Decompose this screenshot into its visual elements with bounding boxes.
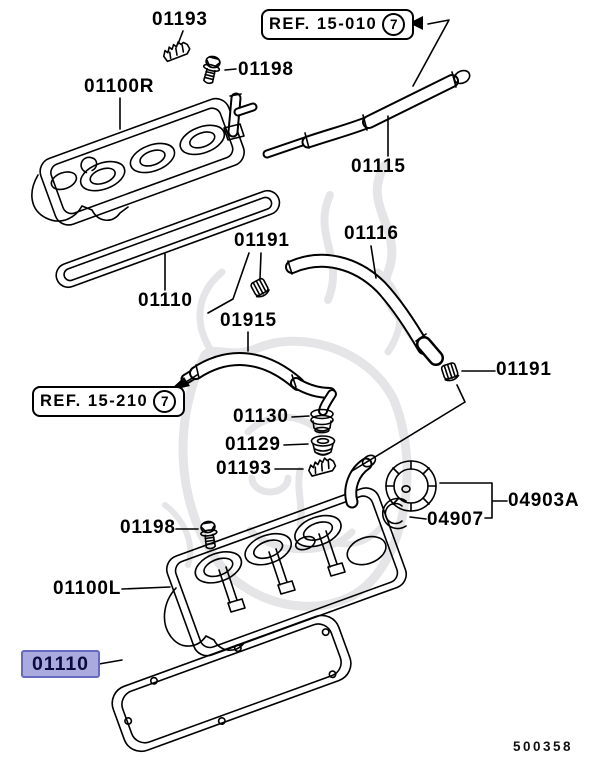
- ref-badge: 7: [153, 390, 177, 413]
- part-label-01191-left[interactable]: 01191: [234, 230, 290, 251]
- part-label-04907[interactable]: 04907: [427, 509, 484, 530]
- ref-link-15-010[interactable]: REF. 15-010 7: [261, 9, 415, 40]
- ref-text: REF. 15-010: [269, 15, 378, 34]
- part-label-01100L[interactable]: 01100L: [53, 578, 122, 599]
- part-label-01129[interactable]: 01129: [225, 434, 281, 455]
- clamp-icon-left: [249, 276, 271, 300]
- part-label-01130[interactable]: 01130: [233, 406, 289, 427]
- ref-text: REF. 15-210: [40, 392, 149, 411]
- o-ring-art: [381, 497, 407, 530]
- grommet-art: [310, 435, 336, 456]
- ref-badge: 7: [382, 13, 406, 36]
- part-label-01915[interactable]: 01915: [220, 310, 277, 331]
- part-label-01193-top[interactable]: 01193: [152, 9, 208, 30]
- clip-icon-bottom: [306, 455, 338, 478]
- rocker-cover-left-art: [163, 454, 408, 657]
- part-label-01100R[interactable]: 01100R: [84, 76, 155, 97]
- clamp-icon-right: [440, 361, 461, 384]
- clip-icon-top: [160, 38, 193, 63]
- part-label-01110-selected[interactable]: 01110: [21, 650, 100, 678]
- oil-filler-cap-art: [385, 460, 437, 512]
- leader-lines: [98, 19, 508, 665]
- hose-01116-art: [285, 253, 444, 366]
- part-label-01193-bottom[interactable]: 01193: [216, 458, 272, 479]
- part-label-04903A[interactable]: 04903A: [508, 490, 580, 511]
- rocker-cover-right-art: [31, 92, 258, 226]
- part-label-01198-top[interactable]: 01198: [238, 59, 294, 80]
- part-label-01191-right[interactable]: 01191: [496, 359, 552, 380]
- gasket-upper-art: [55, 189, 281, 289]
- part-label-01115[interactable]: 01115: [351, 156, 406, 177]
- part-label-01198-bottom[interactable]: 01198: [120, 517, 176, 538]
- part-label-01116[interactable]: 01116: [344, 223, 399, 244]
- bolt-icon-top: [199, 53, 223, 86]
- sheet-code: 500358: [513, 739, 574, 754]
- hose-01115-art: [262, 69, 471, 159]
- hose-01915-art: [180, 352, 336, 399]
- ref-010-arrow-icon: [409, 16, 423, 30]
- part-label-01110-top[interactable]: 01110: [138, 290, 193, 311]
- breather-fitting-art: [310, 389, 337, 434]
- gasket-lower-art: [111, 614, 352, 753]
- ref-link-15-210[interactable]: REF. 15-210 7: [32, 386, 186, 417]
